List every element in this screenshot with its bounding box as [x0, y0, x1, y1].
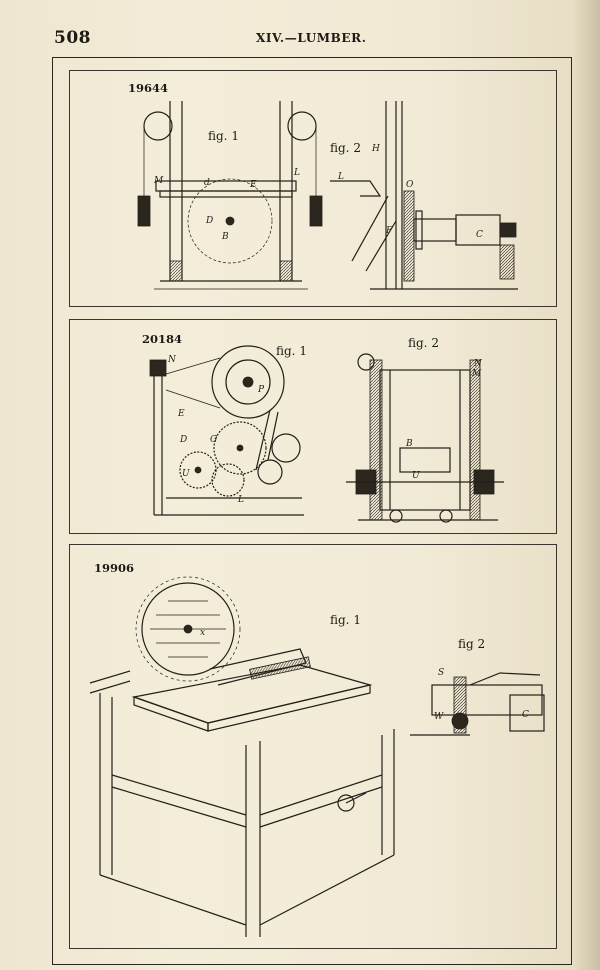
patent-panel-2: 20184 fig. 1 fig. 2 — [69, 319, 557, 534]
svg-text:M: M — [153, 176, 164, 186]
patent-panel-1: 19644 fig. 1 fig. 2 — [69, 70, 557, 307]
svg-text:O: O — [406, 180, 414, 190]
svg-text:L: L — [237, 495, 244, 505]
panel-2-fig-2-label: fig. 2 — [408, 336, 439, 350]
patent-number-3: 19906 — [94, 561, 135, 575]
panel-3-engraving: x S C W — [89, 576, 545, 937]
svg-text:U: U — [412, 471, 420, 481]
patent-panel-3: 19906 fig. 1 fig 2 — [69, 544, 557, 949]
page-number: 508 — [54, 28, 91, 48]
svg-text:L: L — [337, 172, 344, 182]
svg-text:G: G — [210, 435, 217, 445]
svg-text:N: N — [167, 355, 177, 365]
panel-3-fig-1-label: fig. 1 — [330, 613, 361, 627]
svg-text:S: S — [438, 668, 444, 678]
panel-2-engraving: N P E D G U L B — [149, 345, 504, 523]
svg-text:M: M — [471, 369, 482, 379]
svg-text:W: W — [434, 712, 444, 722]
svg-text:d: d — [204, 178, 210, 188]
svg-text:D: D — [179, 435, 187, 445]
section-title: XIV.—LUMBER. — [256, 31, 367, 45]
svg-text:E: E — [249, 180, 257, 190]
panel-1-engraving: M L D B E d H O — [137, 101, 518, 290]
svg-text:E: E — [177, 409, 185, 419]
patent-number-1: 19644 — [128, 81, 169, 95]
svg-text:x: x — [200, 628, 205, 638]
svg-text:U: U — [182, 469, 190, 479]
svg-text:B: B — [221, 232, 229, 242]
panel-2-fig-1-label: fig. 1 — [276, 344, 307, 358]
patent-number-2: 20184 — [142, 332, 183, 346]
running-head: 508 XIV.—LUMBER. — [0, 28, 600, 52]
svg-text:L: L — [293, 168, 300, 178]
spine-shadow — [572, 0, 600, 970]
svg-text:P: P — [257, 385, 265, 395]
svg-text:B: B — [405, 439, 413, 449]
svg-text:D: D — [205, 216, 213, 226]
panel-3-fig-2-label: fig 2 — [458, 637, 486, 651]
panel-1-fig-1-label: fig. 1 — [208, 129, 239, 143]
illustration-plate: 19644 fig. 1 fig. 2 — [52, 57, 572, 965]
svg-text:F: F — [385, 226, 393, 236]
svg-text:N: N — [473, 359, 483, 369]
panel-1-fig-2-label: fig. 2 — [330, 141, 361, 155]
svg-text:H: H — [371, 144, 380, 154]
svg-text:C: C — [522, 710, 529, 720]
svg-text:C: C — [476, 230, 483, 240]
